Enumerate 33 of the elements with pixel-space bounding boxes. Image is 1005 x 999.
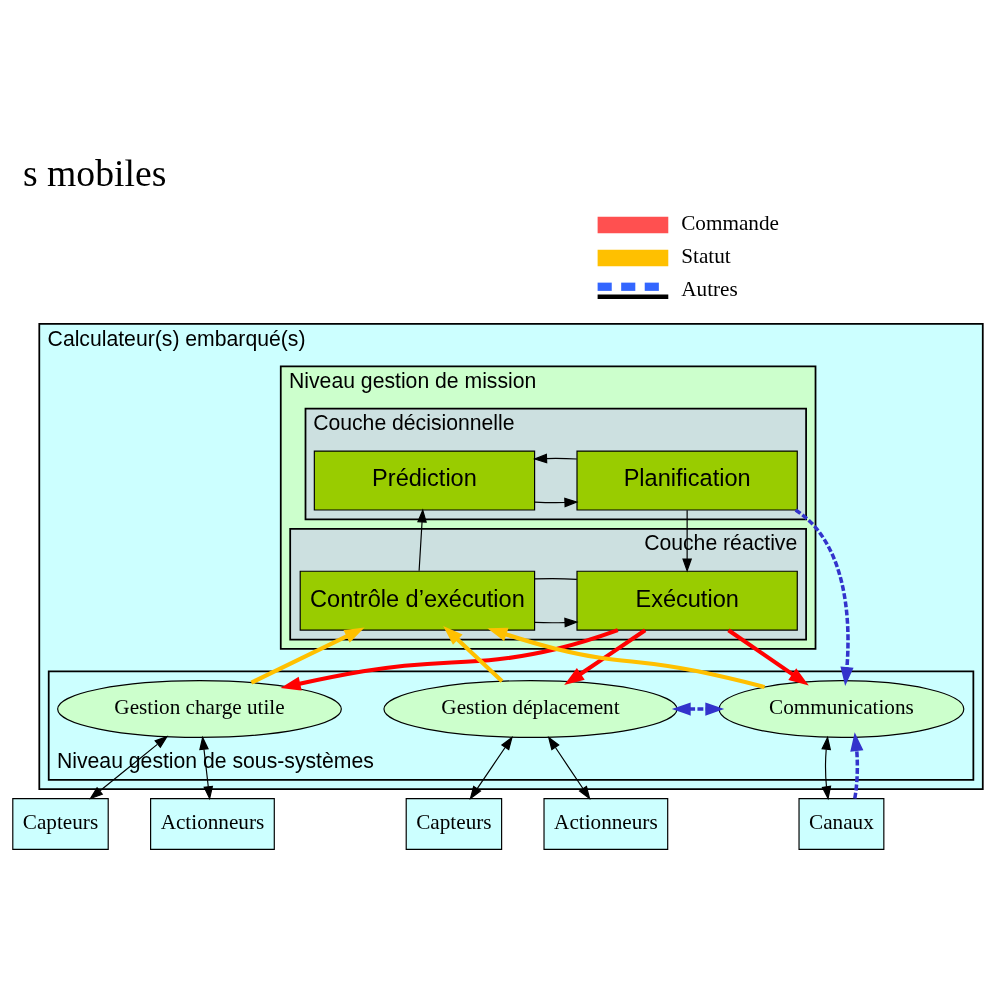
arrow (417, 507, 427, 571)
node-box: Contrôle d’exécution (299, 570, 536, 631)
diagram-title: s mobiles (22, 151, 167, 194)
arrow (547, 735, 591, 800)
legend-label: Autres (681, 276, 738, 301)
legend-label: Commande (681, 210, 779, 235)
node-box: Capteurs (405, 797, 503, 850)
arrow (850, 731, 864, 799)
node-ellipse: Gestion déplacement (383, 679, 678, 738)
arrow (487, 627, 766, 689)
arrow (280, 627, 619, 690)
arrow (89, 735, 169, 800)
node-ellipse: Communications (718, 679, 965, 738)
arrow (469, 735, 513, 800)
node-box: Prédiction (313, 450, 536, 511)
node-box: Planification (576, 450, 798, 511)
arrow (443, 625, 504, 683)
node-box: Canaux (798, 797, 885, 850)
node-box: Actionneurs (543, 797, 669, 850)
node-box: Actionneurs (150, 797, 275, 850)
connector (534, 577, 578, 580)
arrow (250, 627, 365, 684)
arrow (532, 453, 578, 463)
legend-label: Statut (681, 243, 731, 268)
arrow (534, 497, 579, 507)
arrow (821, 735, 832, 800)
node-ellipse: Gestion charge utile (57, 679, 342, 738)
node-box: Exécution (576, 570, 798, 631)
node-box: Capteurs (12, 797, 109, 850)
arrow (727, 628, 809, 685)
arrow (534, 617, 579, 627)
arrow (671, 701, 725, 716)
arrow (564, 628, 647, 685)
